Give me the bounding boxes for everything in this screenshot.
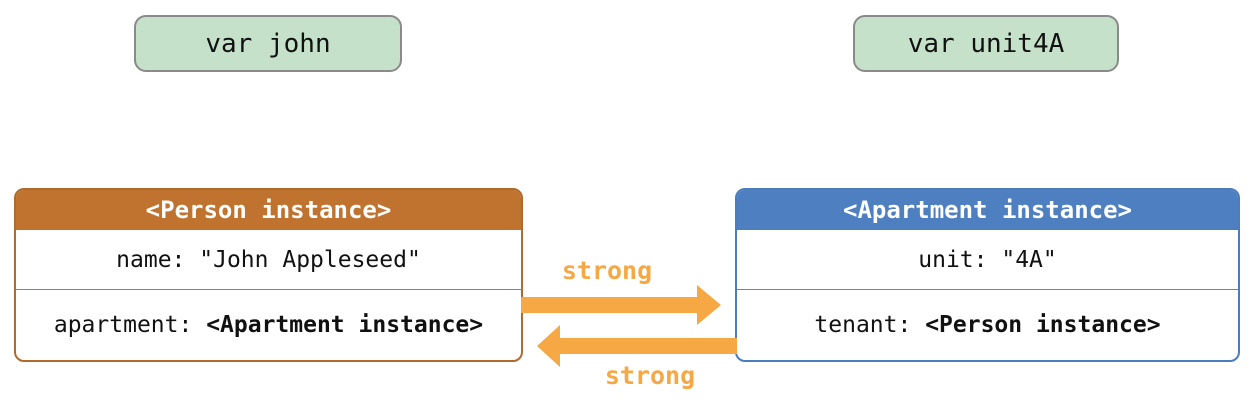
person-property-name: name: "John Appleseed" (16, 230, 521, 289)
person-instance-header: <Person instance> (16, 190, 521, 230)
apartment-instance-header: <Apartment instance> (737, 190, 1238, 230)
person-apartment-label: apartment: (53, 312, 207, 338)
variable-box-unit4a: var unit4A (853, 15, 1119, 72)
apartment-property-unit: unit: "4A" (737, 230, 1238, 289)
person-instance-title: <Person instance> (145, 196, 392, 224)
variable-label-unit4a: var unit4A (907, 28, 1065, 59)
variable-label-john: var john (205, 28, 331, 59)
apartment-instance-title: <Apartment instance> (843, 196, 1132, 224)
person-apartment-value: <Apartment instance> (206, 312, 484, 338)
person-name-label: name: (116, 246, 200, 273)
person-name-value: "John Appleseed" (199, 246, 421, 273)
strong-arrow-right-icon (521, 285, 721, 325)
strong-label-bottom-text: strong (604, 360, 696, 390)
variable-box-john: var john (134, 15, 402, 72)
person-instance-box: <Person instance> name: "John Appleseed"… (14, 188, 523, 362)
apartment-instance-box: <Apartment instance> unit: "4A" tenant: … (735, 188, 1240, 362)
person-property-apartment: apartment: <Apartment instance> (16, 289, 521, 360)
apartment-unit-label: unit: (918, 246, 1002, 273)
strong-label-top-text: strong (561, 255, 653, 285)
strong-label-bottom: strong (570, 360, 730, 390)
apartment-property-tenant: tenant: <Person instance> (737, 289, 1238, 360)
apartment-tenant-value: <Person instance> (925, 312, 1161, 338)
apartment-unit-value: "4A" (1001, 246, 1057, 273)
apartment-tenant-label: tenant: (814, 312, 926, 338)
strong-label-top: strong (527, 255, 687, 285)
